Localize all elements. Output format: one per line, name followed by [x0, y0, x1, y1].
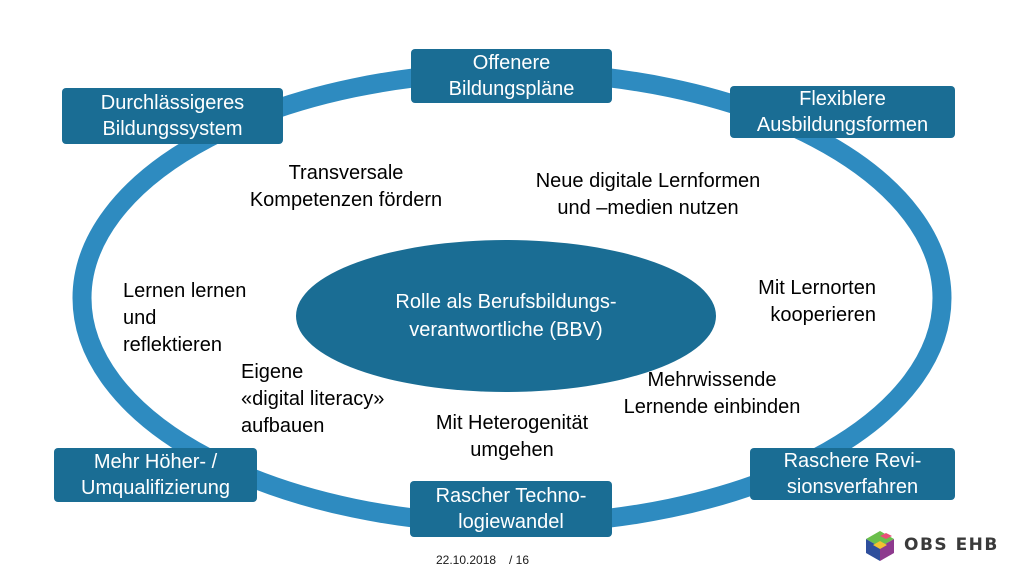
box-flexiblere-ausbildungsformen: Flexiblere Ausbildungsformen — [730, 86, 955, 138]
center-role-ellipse: Rolle als Berufsbildungs- verantwortlich… — [296, 240, 716, 392]
box-rascher-technologiewandel: Rascher Techno- logiewandel — [410, 481, 612, 537]
box-durchlaessigeres-bildungssystem: Durchlässigeres Bildungssystem — [62, 88, 283, 144]
box-raschere-revisionsverfahren: Raschere Revi- sionsverfahren — [750, 448, 955, 500]
label-mit-lernorten: Mit Lernorten kooperieren — [758, 277, 876, 326]
label-digital-literacy: Eigene «digital literacy» aufbauen — [241, 361, 385, 437]
label-neue-digitale-lernformen: Neue digitale Lernformen und –medien nut… — [535, 170, 761, 219]
box-mehr-hoeher-umqualifizierung: Mehr Höher- / Umqualifizierung — [54, 448, 257, 502]
label-heterogenitaet: Mit Heterogenität umgehen — [435, 412, 589, 461]
box-offenere-bildungsplaene: Offenere Bildungspläne — [411, 49, 612, 103]
hexagon-cube-logo-icon — [866, 531, 894, 561]
footer-page-number: / 16 — [509, 553, 530, 567]
label-transversale-kompetenzen: Transversale Kompetenzen fördern — [249, 162, 443, 211]
label-lernen-lernen: Lernen lernen und reflektieren — [123, 280, 247, 356]
footer-date: 22.10.2018 — [436, 553, 497, 567]
obs-ehb-logo: OBS EHB — [862, 529, 1012, 563]
logo-text: OBS EHB — [904, 535, 999, 555]
label-mehrwissende-lernende: Mehrwissende Lernende einbinden — [623, 369, 801, 418]
